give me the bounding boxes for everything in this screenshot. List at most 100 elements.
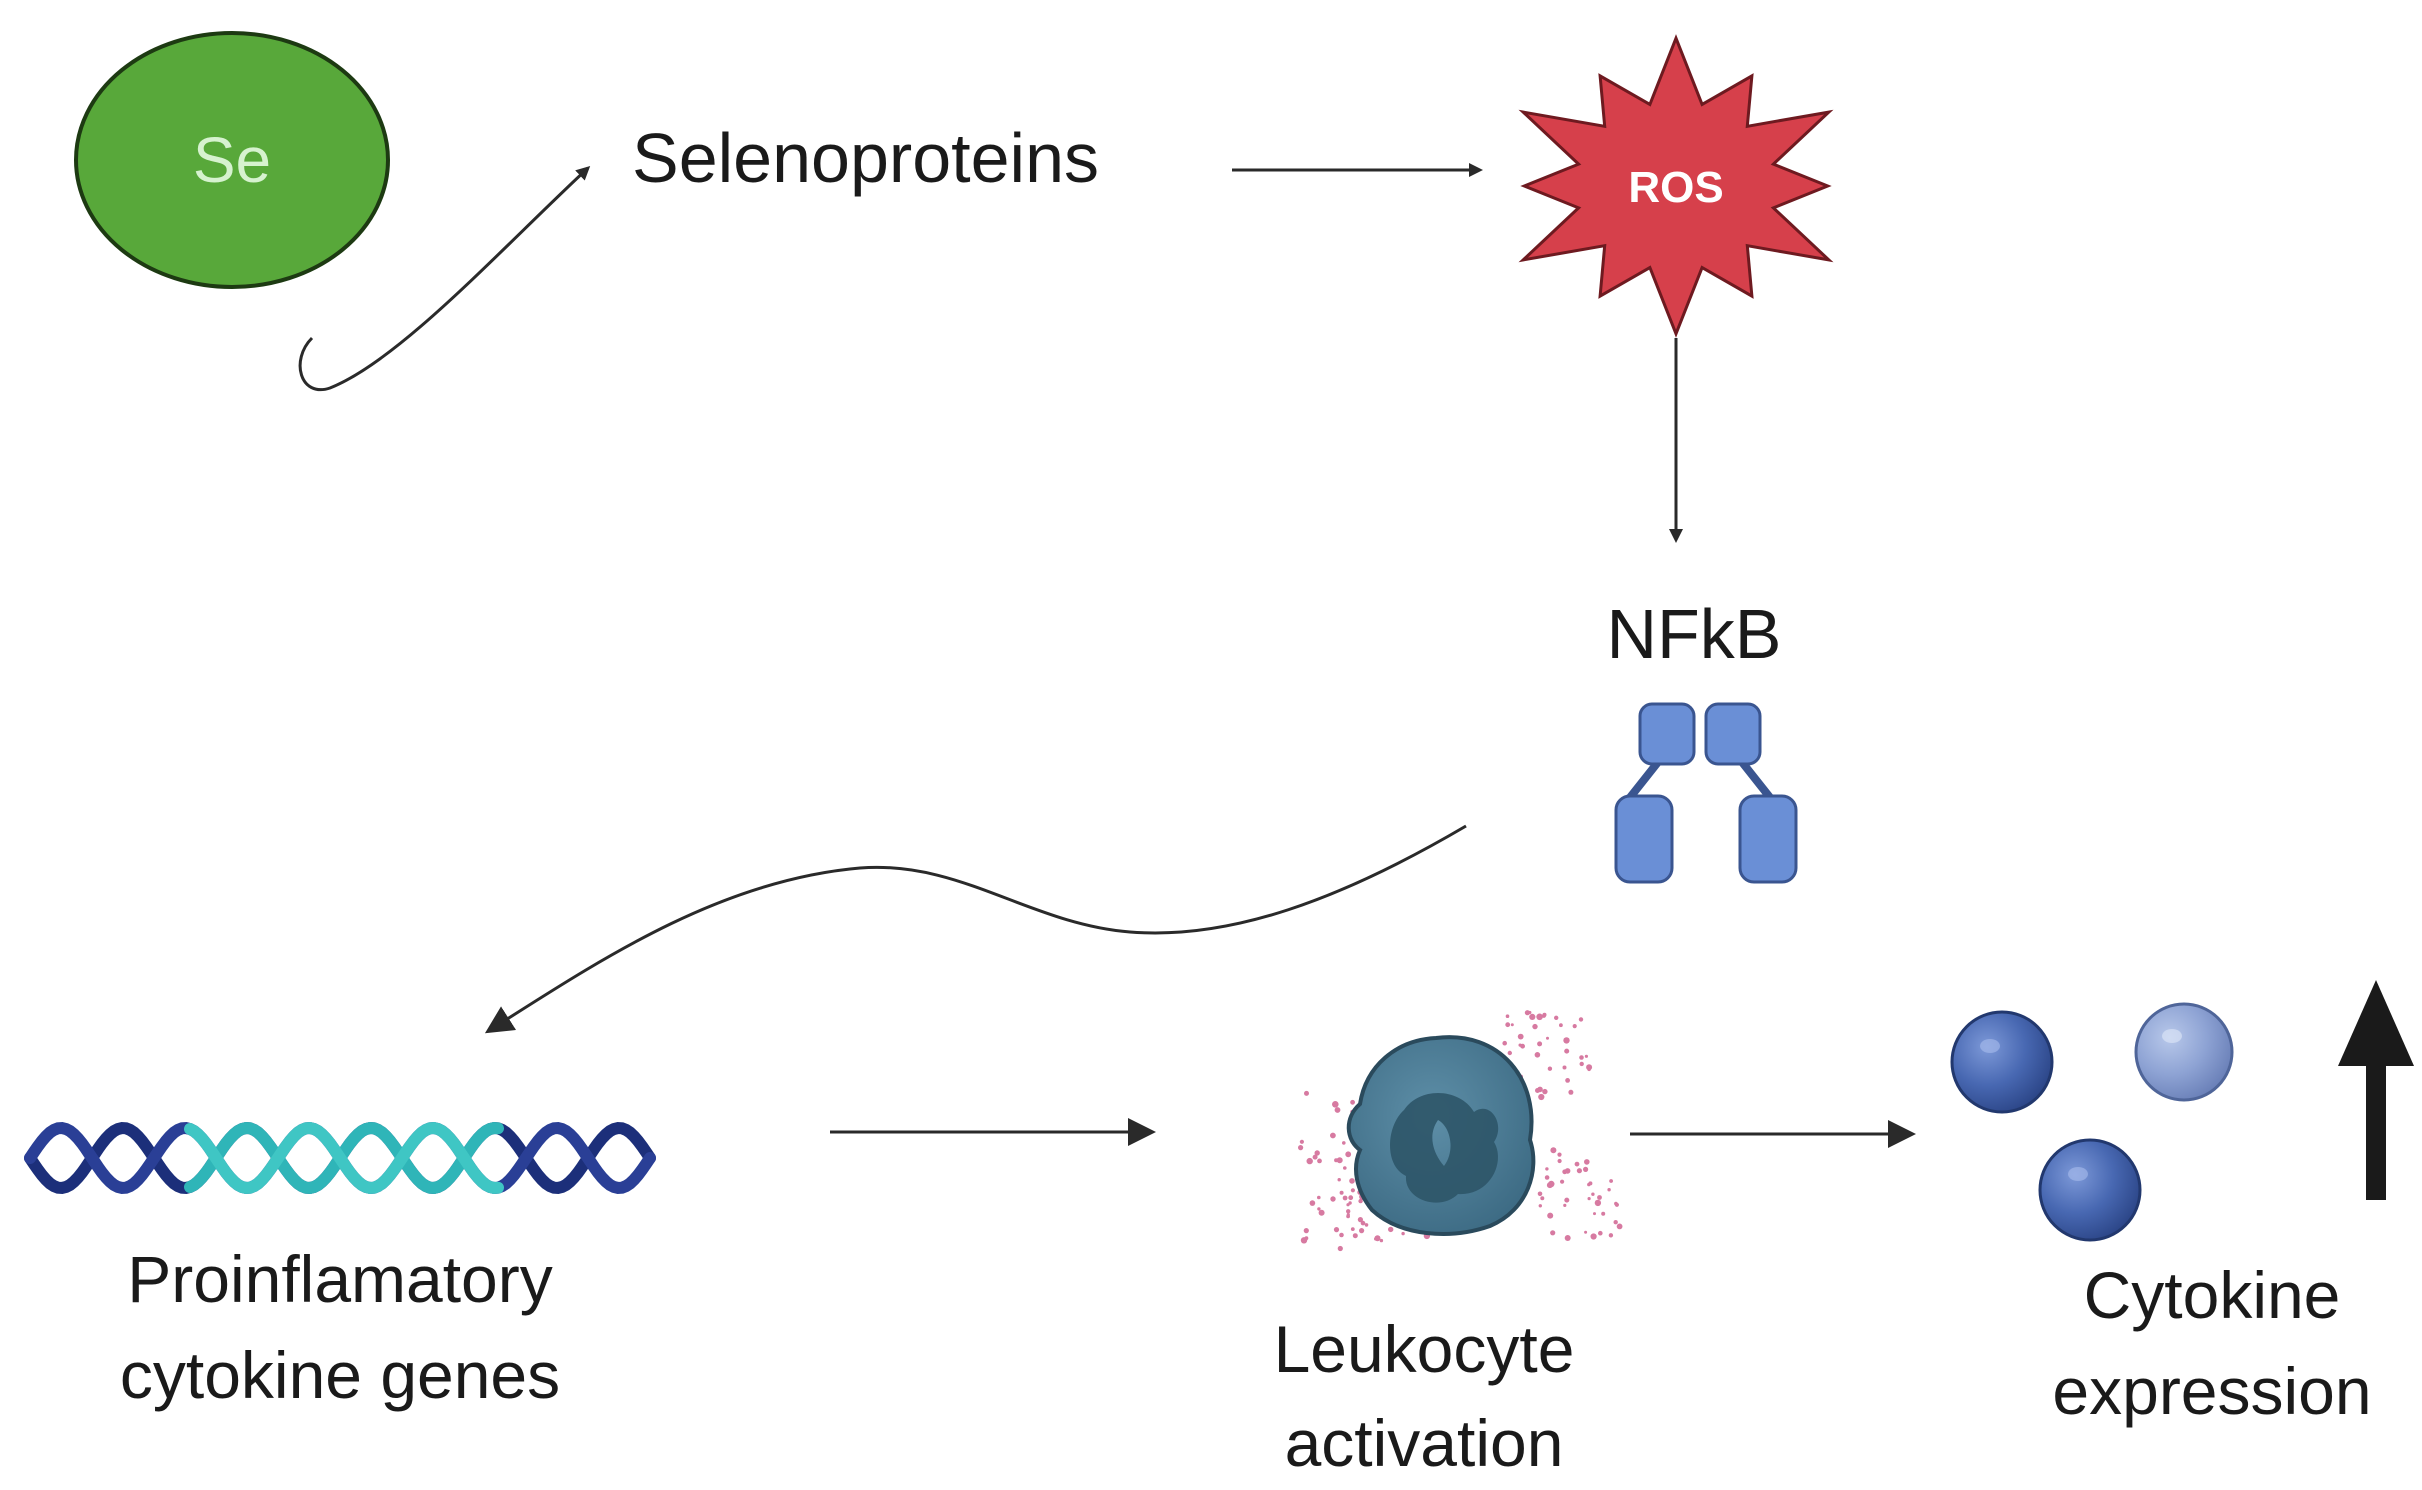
granule-dot: [1609, 1179, 1613, 1183]
granule-dot: [1333, 1227, 1340, 1233]
se-ellipse: [74, 31, 390, 289]
granule-dot: [1593, 1212, 1596, 1216]
granule-dot: [1330, 1132, 1336, 1139]
granule-dot: [1306, 1157, 1313, 1165]
granule-dot: [1357, 1217, 1363, 1223]
granule-dot: [1550, 1147, 1557, 1154]
granule-dot: [1304, 1090, 1309, 1096]
granule-dot: [1594, 1199, 1602, 1207]
se-label: Se: [193, 124, 271, 196]
granule-dot: [1334, 1158, 1339, 1163]
dna-helix-icon: [24, 1121, 656, 1195]
granule-dot: [1532, 1023, 1538, 1030]
granule-dot: [1587, 1067, 1591, 1072]
leukocyte-label-line2: activation: [1285, 1406, 1564, 1480]
leukocyte-cell-body: [1346, 1035, 1536, 1236]
granule-dot: [1342, 1141, 1346, 1145]
granule-dot: [1562, 1065, 1567, 1070]
granule-dot: [1337, 1245, 1343, 1252]
granule-dot: [1505, 1022, 1511, 1028]
granule-dot: [1534, 1052, 1541, 1058]
granule-dot: [1616, 1223, 1623, 1230]
granule-dot: [1584, 1230, 1588, 1234]
granule-dot: [1339, 1190, 1344, 1195]
granule-dot: [1336, 1157, 1343, 1164]
granule-dot: [1588, 1181, 1593, 1186]
granule-dot: [1591, 1192, 1595, 1196]
granule-dot: [1507, 1050, 1513, 1056]
granule-dot: [1538, 1204, 1543, 1208]
granule-dot: [1502, 1040, 1507, 1046]
granule-dot: [1584, 1159, 1590, 1165]
ros-starburst-icon: [1518, 34, 1834, 338]
granule-dot: [1544, 1175, 1550, 1180]
granule-dot: [1598, 1230, 1603, 1236]
granule-dot: [1330, 1196, 1336, 1202]
granule-dot: [1579, 1055, 1584, 1060]
granule-dot: [1309, 1200, 1316, 1206]
leukocyte-nucleus: [1390, 1092, 1499, 1203]
granule-dot: [1401, 1231, 1405, 1236]
granule-dot: [1343, 1166, 1347, 1170]
granule-dot: [1583, 1166, 1589, 1172]
granule-dot: [1364, 1223, 1369, 1227]
arrow-nfkb-to-genes: [484, 824, 1467, 1034]
granule-dot: [1535, 1088, 1540, 1093]
granule-dot: [1505, 1014, 1510, 1018]
granule-dot: [1517, 1033, 1524, 1040]
granule-dot: [1529, 1013, 1536, 1021]
cytokine-sphere: [2038, 1138, 2142, 1242]
granule-dot: [1565, 1078, 1570, 1083]
genes-label-line2: cytokine genes: [120, 1338, 560, 1412]
ros-node: ROS: [1518, 34, 1834, 338]
granule-dot: [1334, 1107, 1341, 1113]
granule-dot: [1349, 1178, 1355, 1184]
granule-dot: [1546, 1036, 1549, 1040]
nfkb-label: NFkB: [1607, 595, 1782, 673]
granule-dot: [1545, 1167, 1549, 1171]
granule-dot: [1337, 1178, 1341, 1182]
granule-dot: [1536, 1013, 1543, 1021]
arrow-se-to-selenoproteins: [298, 165, 591, 392]
dna-strand-highlight: [184, 1121, 504, 1195]
cytokine-sphere: [2134, 1002, 2234, 1102]
granule-dot: [1342, 1195, 1348, 1201]
genes-label-line1: Proinflamatory: [127, 1242, 553, 1316]
granule-dot: [1563, 1203, 1567, 1207]
granule-dot: [1518, 1043, 1522, 1047]
granule-dot: [1348, 1195, 1354, 1201]
ros-label: ROS: [1628, 163, 1723, 212]
granule-dot: [1298, 1145, 1304, 1151]
granule-dot: [1568, 1089, 1574, 1095]
granule-dot: [1346, 1209, 1351, 1214]
granule-dot: [1358, 1198, 1363, 1204]
granule-dot: [1537, 1041, 1543, 1047]
granule-dot: [1360, 1220, 1366, 1226]
granule-dot: [1317, 1195, 1321, 1200]
granule-dot: [1557, 1158, 1562, 1164]
granule-dot: [1350, 1099, 1355, 1105]
granule-dot: [1314, 1150, 1320, 1156]
granule-dot: [1379, 1238, 1384, 1243]
granule-dot: [1332, 1101, 1339, 1108]
cytokine-sphere: [1950, 1010, 2054, 1114]
granule-dot: [1304, 1236, 1309, 1241]
se-node: Se: [74, 31, 390, 289]
granule-dot: [1350, 1188, 1355, 1193]
granule-dot: [1540, 1196, 1545, 1201]
granule-dot: [1299, 1139, 1304, 1144]
granule-dot: [1348, 1201, 1352, 1205]
granule-dot: [1607, 1188, 1611, 1192]
granule-dot: [1578, 1017, 1584, 1022]
granule-dot: [1560, 1179, 1565, 1184]
leukocyte-label-line1: Leukocyte: [1274, 1312, 1575, 1386]
granule-dot: [1374, 1237, 1378, 1241]
granule-dot: [1542, 1088, 1548, 1095]
granule-dot: [1574, 1161, 1580, 1167]
granule-dot: [1564, 1197, 1570, 1203]
granule-dot: [1510, 1023, 1514, 1027]
granule-dot: [1559, 1023, 1563, 1028]
granule-dot: [1345, 1151, 1352, 1158]
granule-dot: [1550, 1230, 1556, 1236]
